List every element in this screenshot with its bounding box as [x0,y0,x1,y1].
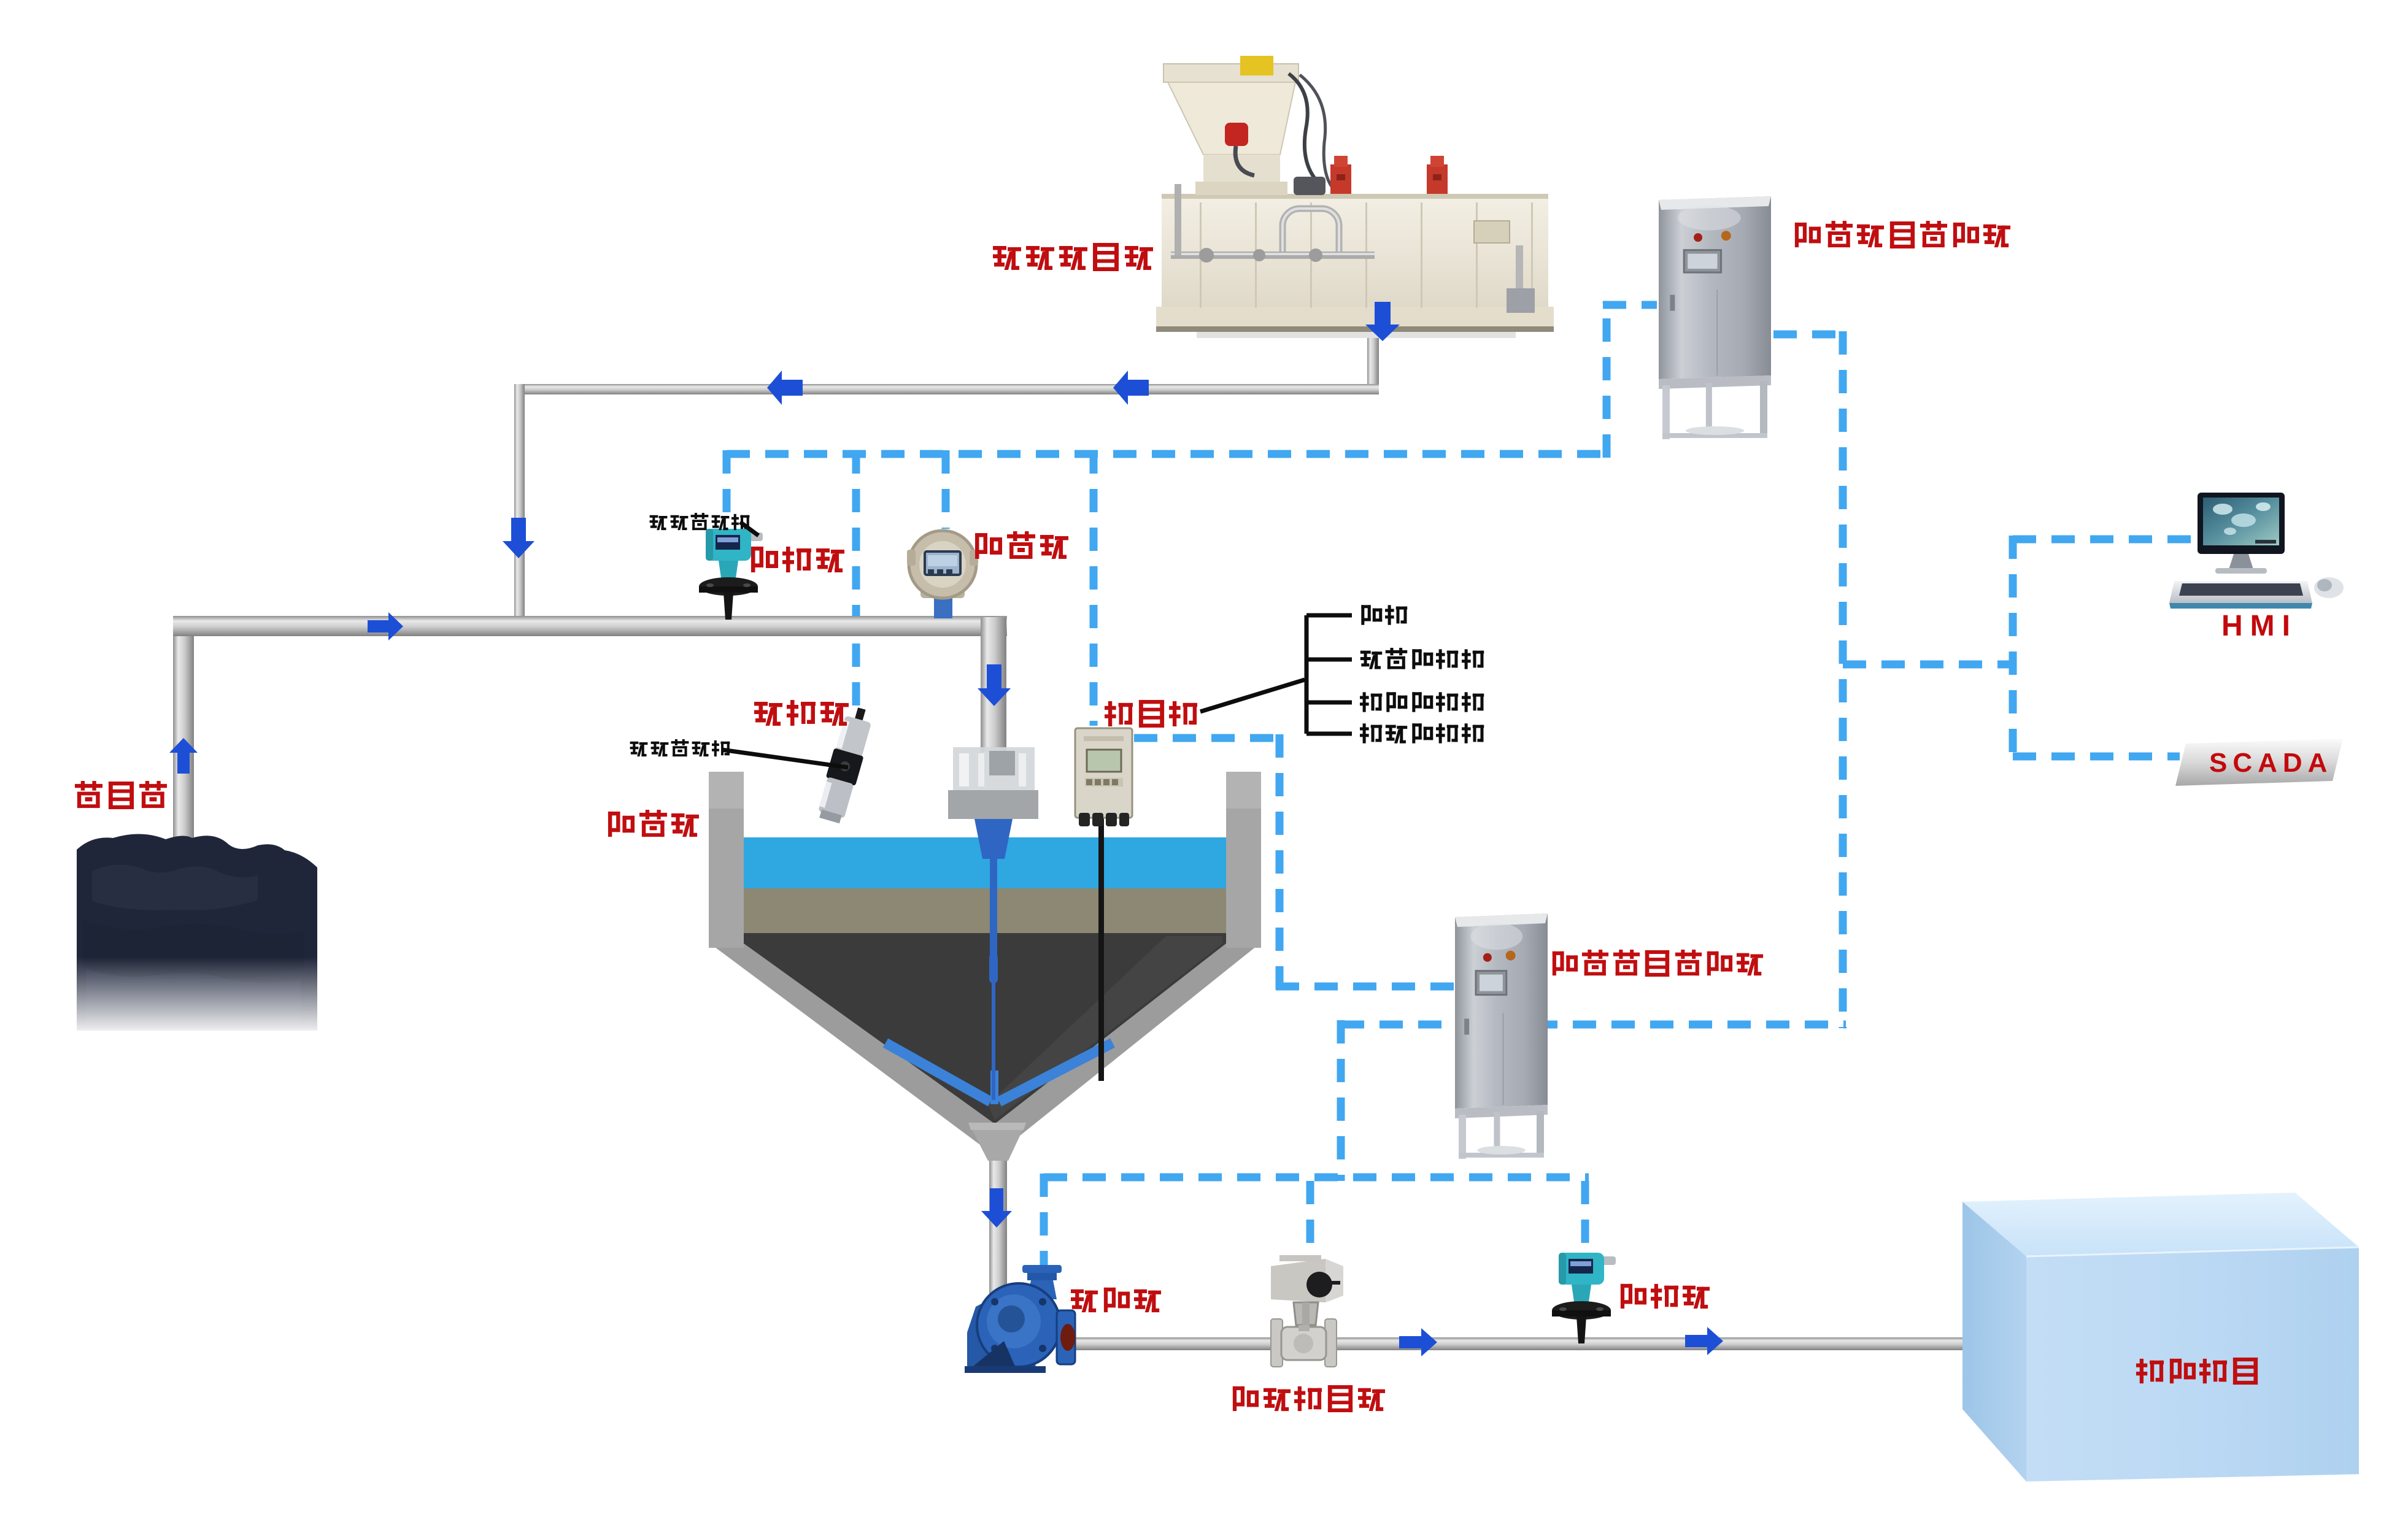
svg-text:SCADA: SCADA [2209,748,2333,778]
svg-text:HMI: HMI [2221,610,2298,642]
